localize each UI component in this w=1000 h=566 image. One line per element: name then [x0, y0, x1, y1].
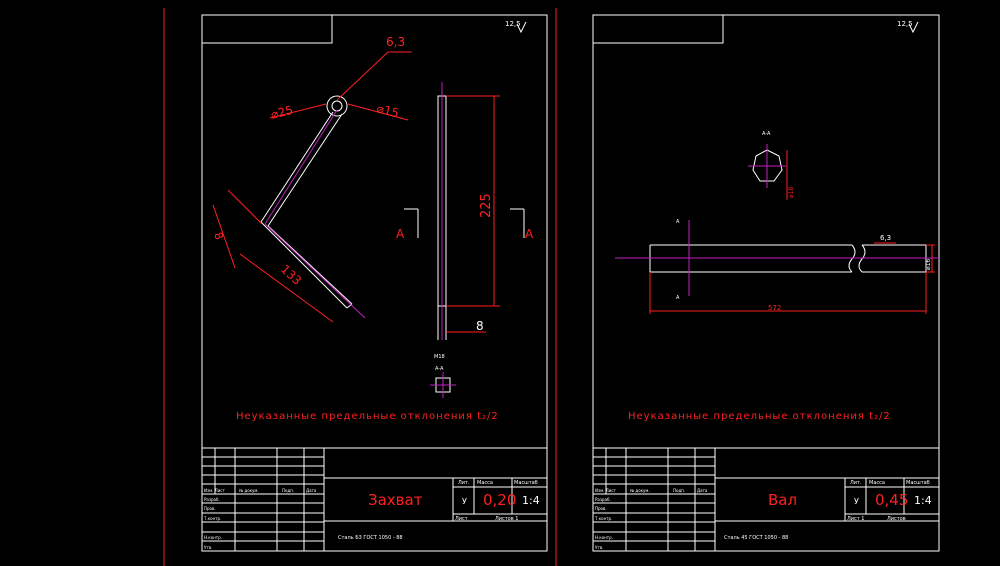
material-label: Сталь 45 ГОСТ 1050 - 88 — [724, 535, 788, 541]
dim-m18: M18 — [434, 354, 445, 360]
shaft-view — [615, 244, 940, 273]
header-scale: Масштаб — [906, 480, 930, 486]
eye-outer-circle — [326, 95, 348, 117]
material-label: Сталь Б3 ГОСТ 1050 - 88 — [338, 535, 403, 541]
header-lit: Лит. — [850, 480, 862, 486]
roughness-check-icon — [516, 21, 527, 34]
sheet-2-val[interactable]: 12,5 A-A ⌀18 A A 572 ⌀16 — [592, 14, 940, 552]
row-prov: Пров. — [595, 506, 607, 511]
mass-value: 0,20 — [483, 491, 516, 509]
header-mass: Масса — [869, 480, 885, 486]
row-izm: Изм. Лист — [204, 488, 225, 493]
section-aa-label: A-A — [762, 131, 771, 137]
dim-133: 133 — [278, 262, 304, 288]
sheets-label: Листов — [887, 516, 906, 522]
header-scale: Масштаб — [514, 480, 538, 486]
row-sign: Подп. — [673, 488, 685, 493]
part-title: Вал — [768, 491, 797, 509]
section-aa-label: A-A — [435, 366, 444, 372]
sheet-2-corner-stamp — [592, 14, 724, 44]
sheet-2-roughness: 12,5 — [897, 20, 913, 28]
row-date: Дата — [306, 488, 317, 493]
dim-572: 572 — [768, 304, 781, 312]
row-tkontr: Т.контр. — [203, 516, 221, 521]
section-mark-left: A — [396, 227, 405, 241]
cut-mark-bottom: A — [676, 295, 680, 301]
row-nkontr: Н.контр. — [595, 535, 613, 540]
rough-6-3-label: 6,3 — [386, 35, 405, 49]
sheet-1-roughness: 12,5 — [505, 20, 521, 28]
header-mass: Масса — [477, 480, 493, 486]
scale-value: 1:4 — [914, 494, 932, 507]
cut-mark-top: A — [676, 219, 680, 225]
gripper-rod-view — [260, 95, 366, 319]
row-prov: Пров. — [204, 506, 216, 511]
sheet-2-frame — [592, 14, 940, 552]
dim-d15: ⌀15 — [375, 101, 400, 120]
dim-hex: ⌀18 — [788, 187, 795, 198]
sheet-1-corner-stamp — [201, 14, 333, 44]
row-razrab: Разраб. — [204, 497, 220, 502]
row-nkontr: Н.контр. — [204, 535, 222, 540]
dim-225: 225 — [479, 193, 494, 218]
tolerance-note: Неуказанные предельные отклонения t₂/2 — [628, 411, 891, 422]
rough-6-3-label: 6,3 — [880, 234, 891, 242]
dim-8-left: 8 — [211, 231, 226, 242]
sheet-1-zahvat[interactable]: 12,5 6,3 ⌀25 ⌀15 8 133 — [201, 14, 548, 552]
row-izm: Изм. Лист — [595, 488, 616, 493]
mass-value: 0,45 — [875, 491, 908, 509]
sheet-label: Лист 1 — [847, 516, 864, 522]
row-doc: № докум. — [239, 488, 259, 493]
scale-value: 1:4 — [522, 494, 540, 507]
lit-value: У — [854, 497, 859, 506]
dim-d25: ⌀25 — [269, 103, 294, 122]
dim-d16: ⌀16 — [925, 259, 932, 270]
sheets-label: Листов 1 — [495, 516, 518, 522]
lit-value: У — [462, 497, 467, 506]
sheet-1-frame — [201, 14, 548, 552]
rough-leader — [336, 51, 389, 101]
roughness-check-icon — [908, 21, 919, 34]
section-mark-right: A — [525, 227, 534, 241]
sheet-label: Лист — [455, 516, 468, 522]
part-title: Захват — [368, 491, 423, 509]
row-razrab: Разраб. — [595, 497, 611, 502]
sheet-1-title-block — [201, 447, 548, 552]
row-sign: Подп. — [282, 488, 294, 493]
row-date: Дата — [697, 488, 708, 493]
row-doc: № докум. — [630, 488, 650, 493]
header-lit: Лит. — [458, 480, 470, 486]
dim-8-width: 8 — [476, 319, 484, 333]
row-tkontr: Т.контр. — [594, 516, 612, 521]
row-utv: Утв. — [204, 545, 212, 550]
sheet-2-title-block — [592, 447, 940, 552]
gripper-side-view — [437, 82, 447, 340]
eye-inner-circle — [331, 100, 343, 112]
row-utv: Утв. — [595, 545, 603, 550]
tolerance-note: Неуказанные предельные отклонения t₂/2 — [236, 411, 499, 422]
